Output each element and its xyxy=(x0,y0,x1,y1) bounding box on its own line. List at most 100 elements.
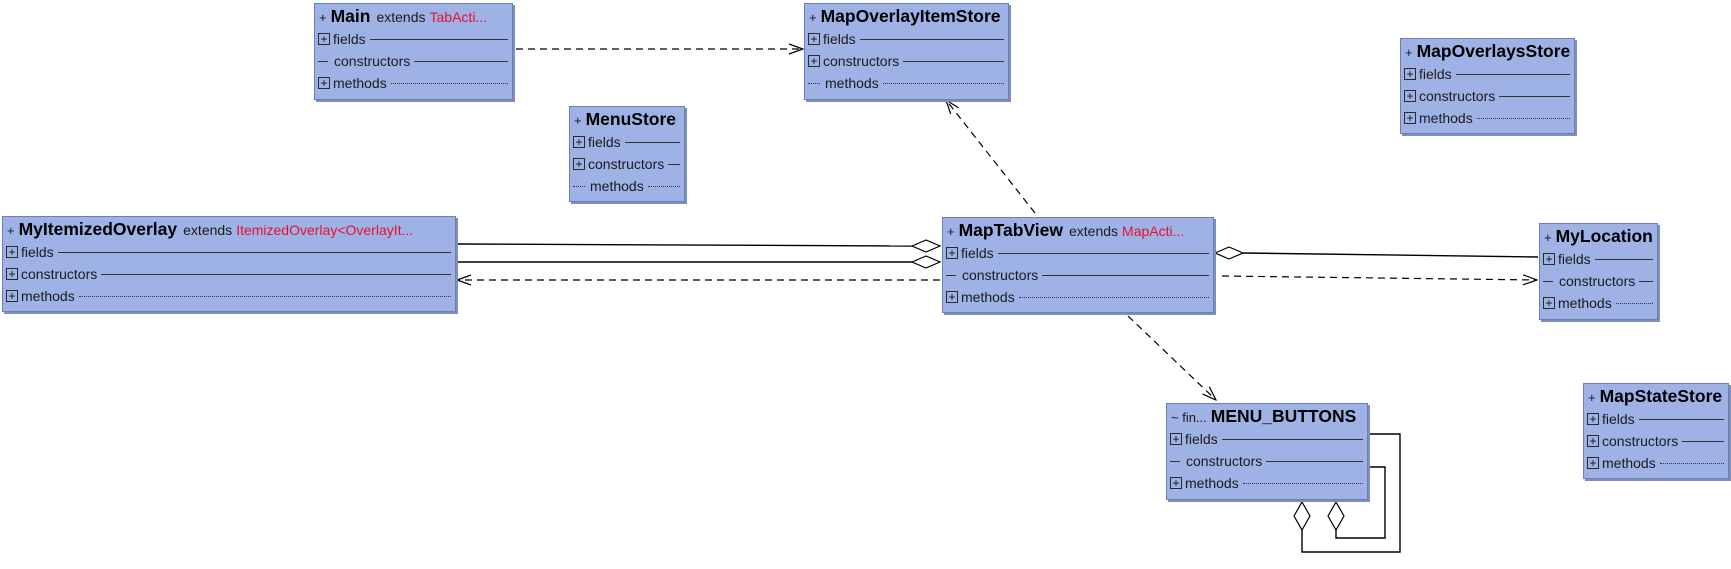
fields-section[interactable]: +fields xyxy=(805,28,1008,50)
methods-section[interactable]: +methods xyxy=(315,72,512,94)
section-label: constructors xyxy=(1419,88,1496,104)
expand-icon[interactable]: + xyxy=(808,55,820,67)
section-label: methods xyxy=(333,75,387,91)
constructors-section[interactable]: constructors xyxy=(943,264,1213,286)
divider xyxy=(903,60,1004,62)
fields-section[interactable]: +fields xyxy=(1401,63,1574,85)
expand-icon[interactable]: + xyxy=(318,77,330,89)
expand-icon[interactable]: + xyxy=(1170,433,1182,445)
class-header[interactable]: ~ fin...MENU_BUTTONS xyxy=(1167,404,1367,428)
visibility-marker: + xyxy=(947,224,955,239)
self-aggregation-menubuttons-2 xyxy=(1335,466,1386,539)
expand-icon[interactable]: + xyxy=(1543,253,1555,265)
methods-section[interactable]: methods xyxy=(805,72,1008,94)
section-label: constructors xyxy=(21,266,98,282)
expand-icon[interactable]: + xyxy=(1404,112,1416,124)
divider xyxy=(369,38,508,40)
expand-icon[interactable]: + xyxy=(1587,435,1599,447)
dependency-maptabview-to-mylocation xyxy=(1221,276,1537,280)
fields-section[interactable]: +fields xyxy=(943,242,1213,264)
methods-section[interactable]: +methods xyxy=(1401,107,1574,129)
expand-icon[interactable]: + xyxy=(318,33,330,45)
expand-icon[interactable]: + xyxy=(1404,68,1416,80)
divider xyxy=(1682,440,1724,442)
class-menustore[interactable]: +MenuStore +fields +constructors methods xyxy=(569,106,685,202)
methods-section[interactable]: +methods xyxy=(1167,472,1367,494)
superclass-name: TabActi... xyxy=(429,9,488,25)
aggregation-diamond-3 xyxy=(1213,246,1245,260)
visibility-marker: + xyxy=(809,10,817,25)
expand-icon[interactable]: + xyxy=(1587,457,1599,469)
section-label: fields xyxy=(588,134,621,150)
methods-section[interactable]: +methods xyxy=(1584,452,1728,474)
constructors-section[interactable]: +constructors xyxy=(805,50,1008,72)
constructors-section[interactable]: +constructors xyxy=(1584,430,1728,452)
visibility-marker: ~ fin... xyxy=(1171,410,1207,425)
class-mylocation[interactable]: +MyLocation +fields constructors +method… xyxy=(1539,223,1658,320)
constructors-section[interactable]: constructors xyxy=(1167,450,1367,472)
fields-section[interactable]: +fields xyxy=(570,131,684,153)
fields-section[interactable]: +fields xyxy=(1584,408,1728,430)
class-header[interactable]: +MapOverlaysStore xyxy=(1401,39,1574,63)
divider xyxy=(1221,438,1363,440)
section-label: methods xyxy=(1419,110,1473,126)
leaf-connector xyxy=(573,185,585,187)
expand-icon[interactable]: + xyxy=(1404,90,1416,102)
leaf-connector xyxy=(1170,460,1180,462)
expand-icon[interactable]: + xyxy=(946,291,958,303)
divider xyxy=(1455,73,1570,75)
class-name: MapOverlayItemStore xyxy=(820,6,1001,26)
methods-section[interactable]: methods xyxy=(570,175,684,197)
expand-icon[interactable]: + xyxy=(1170,477,1182,489)
leaf-connector xyxy=(946,274,956,276)
expand-icon[interactable]: + xyxy=(573,136,585,148)
section-label: fields xyxy=(961,245,994,261)
class-mapstatestore[interactable]: +MapStateStore +fields +constructors +me… xyxy=(1583,383,1729,479)
methods-section[interactable]: +methods xyxy=(1540,292,1657,314)
section-label: fields xyxy=(823,31,856,47)
constructors-section[interactable]: +constructors xyxy=(1401,85,1574,107)
class-mapoverlaysstore[interactable]: +MapOverlaysStore +fields +constructors … xyxy=(1400,38,1575,134)
expand-icon[interactable]: + xyxy=(808,33,820,45)
self-aggregation-menubuttons-1 xyxy=(1301,433,1401,553)
constructors-section[interactable]: constructors xyxy=(1540,270,1657,292)
class-header[interactable]: +MyLocation xyxy=(1540,224,1657,248)
class-header[interactable]: +MenuStore xyxy=(570,107,684,131)
fields-section[interactable]: +fields xyxy=(3,241,455,263)
expand-icon[interactable]: + xyxy=(573,158,585,170)
methods-section[interactable]: +methods xyxy=(3,285,455,307)
fields-section[interactable]: +fields xyxy=(1167,428,1367,450)
section-label: methods xyxy=(961,289,1015,305)
class-header[interactable]: +MapStateStore xyxy=(1584,384,1728,408)
fields-section[interactable]: +fields xyxy=(1540,248,1657,270)
section-label: methods xyxy=(1185,475,1239,491)
class-mapoverlayitemstore[interactable]: +MapOverlayItemStore +fields +constructo… xyxy=(804,3,1009,100)
leaf-connector xyxy=(318,60,328,62)
expand-icon[interactable]: + xyxy=(1543,297,1555,309)
section-label: methods xyxy=(825,75,879,91)
section-label: methods xyxy=(1558,295,1612,311)
self-aggregation-diamond-2 xyxy=(1327,500,1345,532)
expand-icon[interactable]: + xyxy=(6,246,18,258)
class-menu-buttons[interactable]: ~ fin...MENU_BUTTONS +fields constructor… xyxy=(1166,403,1368,500)
constructors-section[interactable]: +constructors xyxy=(3,263,455,285)
class-name: MapTabView xyxy=(958,220,1063,240)
methods-section[interactable]: +methods xyxy=(943,286,1213,308)
expand-icon[interactable]: + xyxy=(946,247,958,259)
section-label: constructors xyxy=(1559,273,1636,289)
constructors-section[interactable]: constructors xyxy=(315,50,512,72)
expand-icon[interactable]: + xyxy=(6,290,18,302)
fields-section[interactable]: +fields xyxy=(315,28,512,50)
constructors-section[interactable]: +constructors xyxy=(570,153,684,175)
class-header[interactable]: +MapOverlayItemStore xyxy=(805,4,1008,28)
divider xyxy=(390,82,508,84)
expand-icon[interactable]: + xyxy=(6,268,18,280)
visibility-marker: + xyxy=(319,10,327,25)
expand-icon[interactable]: + xyxy=(1587,413,1599,425)
